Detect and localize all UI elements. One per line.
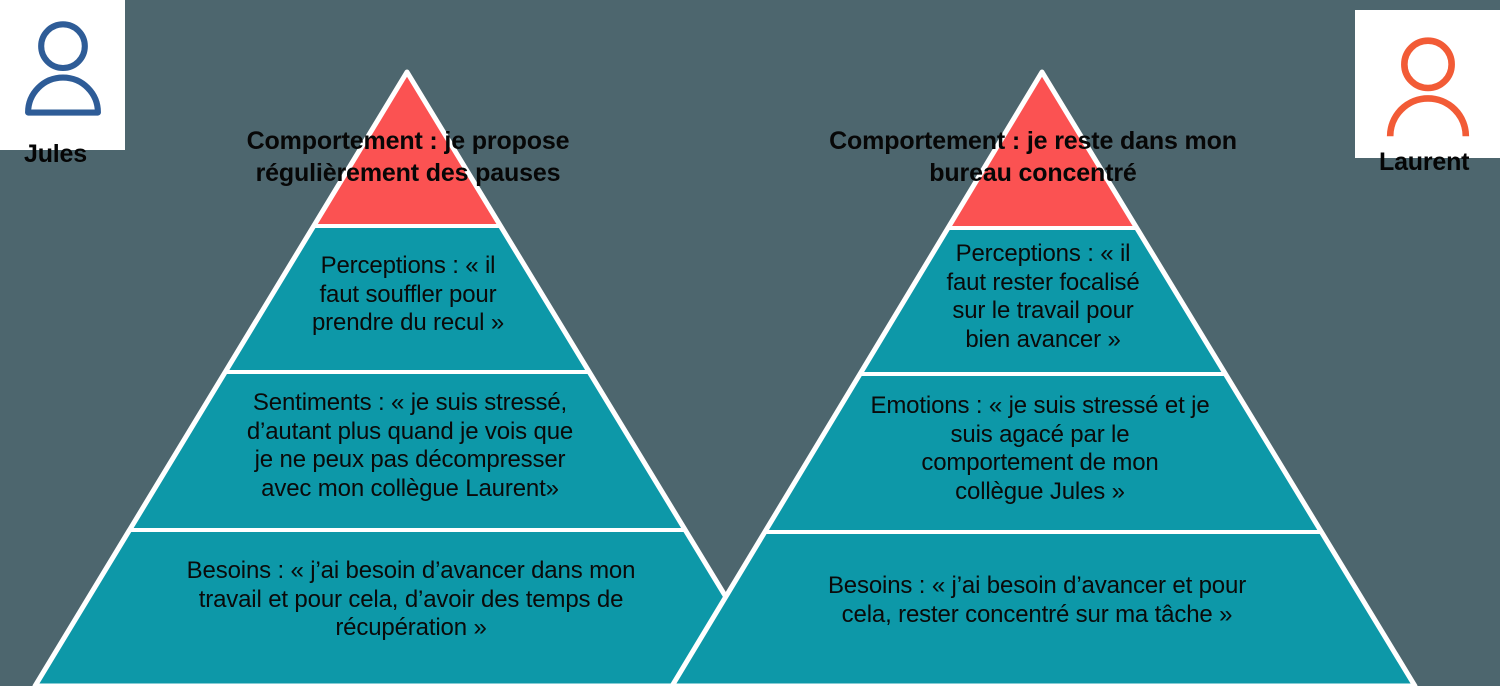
laurent-comportement-text: Comportement : je reste dans mon bureau … bbox=[829, 127, 1237, 187]
avatar-label-jules: Jules bbox=[24, 140, 87, 168]
avatar-label-laurent: Laurent bbox=[1379, 148, 1470, 176]
jules-pyramid-outline bbox=[32, 69, 783, 686]
jules-sentiments-text: Sentiments : « je suis stressé, d’autant… bbox=[246, 389, 574, 502]
laurent-emotions-text: Emotions : « je suis stressé et je suis … bbox=[870, 392, 1210, 505]
laurent-band-comportement bbox=[672, 72, 1415, 228]
avatar-card-laurent bbox=[1355, 10, 1500, 158]
jules-comportement-text: Comportement : je propose régulièrement … bbox=[246, 127, 570, 187]
laurent-besoins-text: Besoins : « j’ai besoin d’avancer et pou… bbox=[827, 572, 1247, 628]
laurent-band-besoins bbox=[672, 532, 1415, 686]
person-icon bbox=[24, 21, 101, 116]
laurent-perceptions-text: Perceptions : « il faut rester focalisé … bbox=[946, 240, 1140, 353]
person-icon bbox=[1386, 37, 1469, 137]
laurent-pyramid-outline bbox=[669, 69, 1418, 686]
avatar-card-jules bbox=[0, 0, 125, 150]
jules-besoins-text: Besoins : « j’ai besoin d’avancer dans m… bbox=[186, 557, 636, 642]
jules-band-besoins bbox=[35, 530, 780, 686]
jules-perceptions-text: Perceptions : « il faut souffler pour pr… bbox=[311, 252, 505, 337]
